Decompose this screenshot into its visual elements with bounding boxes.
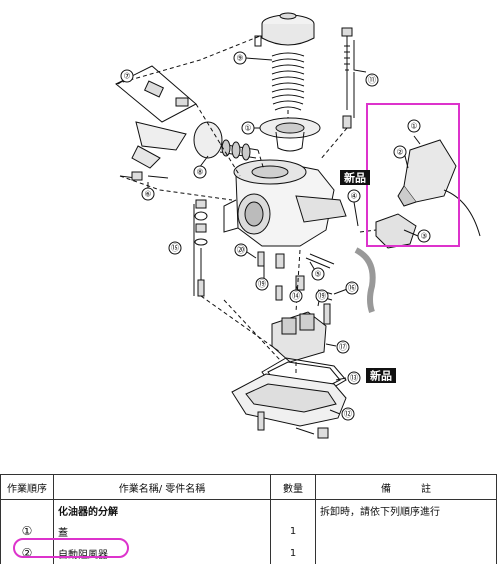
svg-text:⑮: ⑮: [171, 244, 179, 253]
header-note: 備 註: [315, 474, 497, 500]
jet-needle-part: [341, 27, 353, 129]
vacuum-piston-part: [259, 117, 321, 152]
svg-text:⑤: ⑤: [314, 270, 321, 279]
svg-text:⑲: ⑲: [318, 292, 326, 301]
svg-text:⑥: ⑥: [144, 190, 151, 199]
row-name: 化油器的分解: [53, 499, 271, 520]
auto-choke-row-highlight: [13, 538, 129, 558]
table-row: ① 蓋 1: [0, 520, 497, 542]
callout-15: ⑮: [168, 241, 182, 255]
svg-text:②: ②: [396, 148, 403, 157]
screws-part: [257, 251, 335, 325]
svg-text:⑲: ⑲: [258, 280, 266, 289]
svg-text:⑧: ⑧: [196, 168, 203, 177]
jet-column-part: [194, 199, 208, 297]
callout-14: ⑭: [289, 289, 303, 303]
carburetor-body-part: [223, 159, 347, 247]
svg-text:⑯: ⑯: [348, 284, 356, 293]
svg-text:⑪: ⑪: [368, 76, 376, 85]
callout-8: ⑧: [193, 165, 207, 179]
row-qty: 1: [270, 520, 316, 542]
svg-text:⑬: ⑬: [350, 374, 358, 383]
new-part-tag-lower: 新品: [366, 368, 396, 383]
callout-7: ⑦: [120, 69, 134, 83]
svg-text:⑳: ⑳: [237, 246, 245, 255]
callout-12: ⑫: [341, 407, 355, 421]
choke-linkage-part: [115, 65, 197, 181]
carburetor-exploded-diagram: 新品 新品 ⑨ ① ⑪ ⑦ ⑧ ⑥ ① ② ③ ④ ⑮ ⑳ ⑤ ⑲ ⑭ ⑲ ⑯ …: [115, 12, 481, 439]
row-seq-marker: ①: [21, 523, 33, 538]
hose-part: [354, 247, 376, 313]
callout-11: ⑪: [365, 73, 379, 87]
callout-9: ⑨: [233, 51, 247, 65]
header-name: 作業名稱/ 零件名稱: [53, 474, 271, 500]
row-qty: [270, 499, 316, 520]
callout-2: ②: [393, 145, 407, 159]
table-row: 化油器的分解 拆卸時，請依下列順序進行: [0, 499, 497, 520]
header-seq: 作業順序: [0, 474, 54, 500]
float-part: [271, 311, 327, 363]
svg-text:⑦: ⑦: [123, 72, 130, 81]
callout-1-choke: ①: [407, 119, 421, 133]
svg-text:①: ①: [244, 124, 251, 133]
callout-19-right: ⑲: [315, 289, 329, 303]
svg-text:⑭: ⑭: [292, 292, 300, 301]
svg-text:④: ④: [350, 192, 357, 201]
svg-text:⑰: ⑰: [339, 343, 347, 352]
callout-13: ⑬: [347, 371, 361, 385]
callout-17: ⑰: [336, 340, 350, 354]
row-note: 拆卸時，請依下列順序進行: [315, 499, 497, 520]
svg-text:新品: 新品: [344, 171, 366, 185]
table-header-row: 作業順序 作業名稱/ 零件名稱 數量 備 註: [0, 474, 497, 500]
callout-6: ⑥: [141, 187, 155, 201]
svg-text:③: ③: [420, 232, 427, 241]
callout-20: ⑳: [234, 243, 248, 257]
svg-text:⑫: ⑫: [344, 410, 352, 419]
svg-text:①: ①: [410, 122, 417, 131]
callout-5: ⑤: [311, 267, 325, 281]
svg-text:新品: 新品: [370, 369, 392, 383]
diaphragm-cover-part: [254, 12, 315, 111]
svg-text:⑨: ⑨: [236, 54, 243, 63]
callout-3: ③: [417, 229, 431, 243]
row-note: [315, 520, 497, 542]
callout-4: ④: [347, 189, 361, 203]
row-seq: [0, 499, 54, 520]
callout-19-left: ⑲: [255, 277, 269, 291]
row-seq-marker: ②: [21, 545, 33, 560]
new-part-tag-upper: 新品: [340, 170, 370, 185]
callout-markers: ⑨ ① ⑪ ⑦ ⑧ ⑥ ① ② ③ ④ ⑮ ⑳ ⑤ ⑲ ⑭ ⑲ ⑯ ⑰ ⑬ ⑫: [120, 51, 431, 421]
choke-cover-part: [375, 213, 417, 249]
row-note: [315, 542, 497, 564]
callout-16: ⑯: [345, 281, 359, 295]
auto-choke-part: [397, 139, 481, 237]
float-chamber-part: [231, 373, 347, 439]
header-qty: 數量: [270, 474, 316, 500]
callout-1-upper: ①: [241, 121, 255, 135]
